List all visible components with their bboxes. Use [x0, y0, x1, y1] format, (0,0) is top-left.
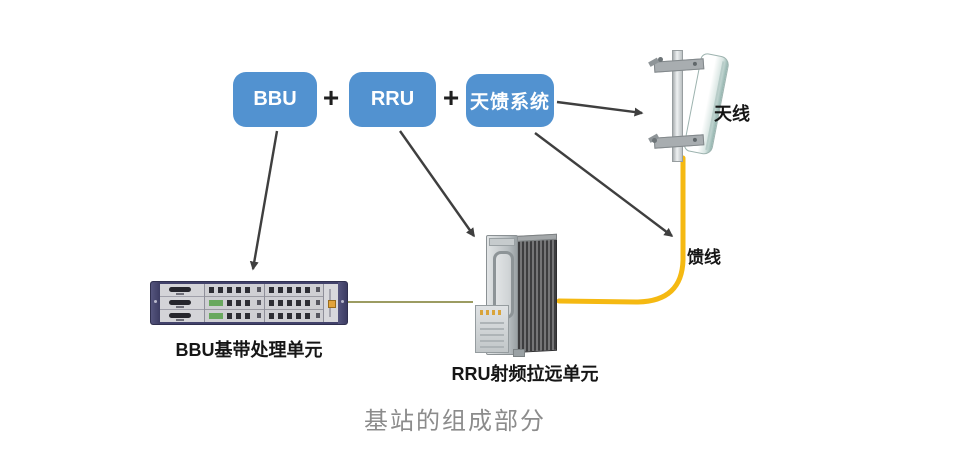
rack-slot [264, 284, 323, 297]
rack-side-panel [324, 284, 338, 322]
antenna-label: 天线 [714, 104, 750, 124]
plus-sign-2: + [442, 82, 460, 113]
rack-fan-section [160, 284, 205, 322]
rru-junction-box [475, 305, 509, 353]
arrow-feed-box-to-antenna [556, 100, 644, 117]
rack-rail-left [151, 282, 160, 324]
antenna-image [646, 46, 750, 164]
rack-slot [264, 310, 323, 322]
fan-card [160, 310, 204, 322]
fan-card [160, 284, 204, 297]
rack-card-section-1 [205, 284, 265, 322]
antenna-feed-box: 天馈系统 [466, 74, 554, 127]
plus-sign-1: + [322, 82, 340, 113]
rru-device-label: RRU射频拉远单元 [451, 364, 599, 384]
rru-box: RRU [349, 72, 436, 127]
bbu-box: BBU [233, 72, 317, 127]
arrow-bbu-box-to-bbu-device [249, 130, 279, 271]
rack-slot [205, 297, 264, 310]
bracket-bolt [658, 57, 663, 62]
rack-slots [160, 284, 338, 322]
fan-card [160, 297, 204, 310]
arrow-rru-box-to-rru-device [399, 130, 475, 238]
rack-slot [205, 284, 264, 297]
rack-slot [205, 310, 264, 322]
rack-rail-right [338, 282, 347, 324]
rru-foot [513, 349, 525, 357]
rack-slot [264, 297, 323, 310]
feeder-cable-yellow [556, 155, 686, 305]
bracket-bolt [652, 138, 657, 143]
rack-card-section-2 [264, 284, 324, 322]
diagram-caption: 基站的组成部分 [364, 408, 546, 435]
antenna-pole [672, 50, 683, 162]
rru-device-image [475, 235, 559, 357]
bbu-device-image [150, 281, 348, 325]
feeder-label: 馈线 [687, 248, 721, 267]
bbu-device-label: BBU基带处理单元 [175, 340, 323, 360]
